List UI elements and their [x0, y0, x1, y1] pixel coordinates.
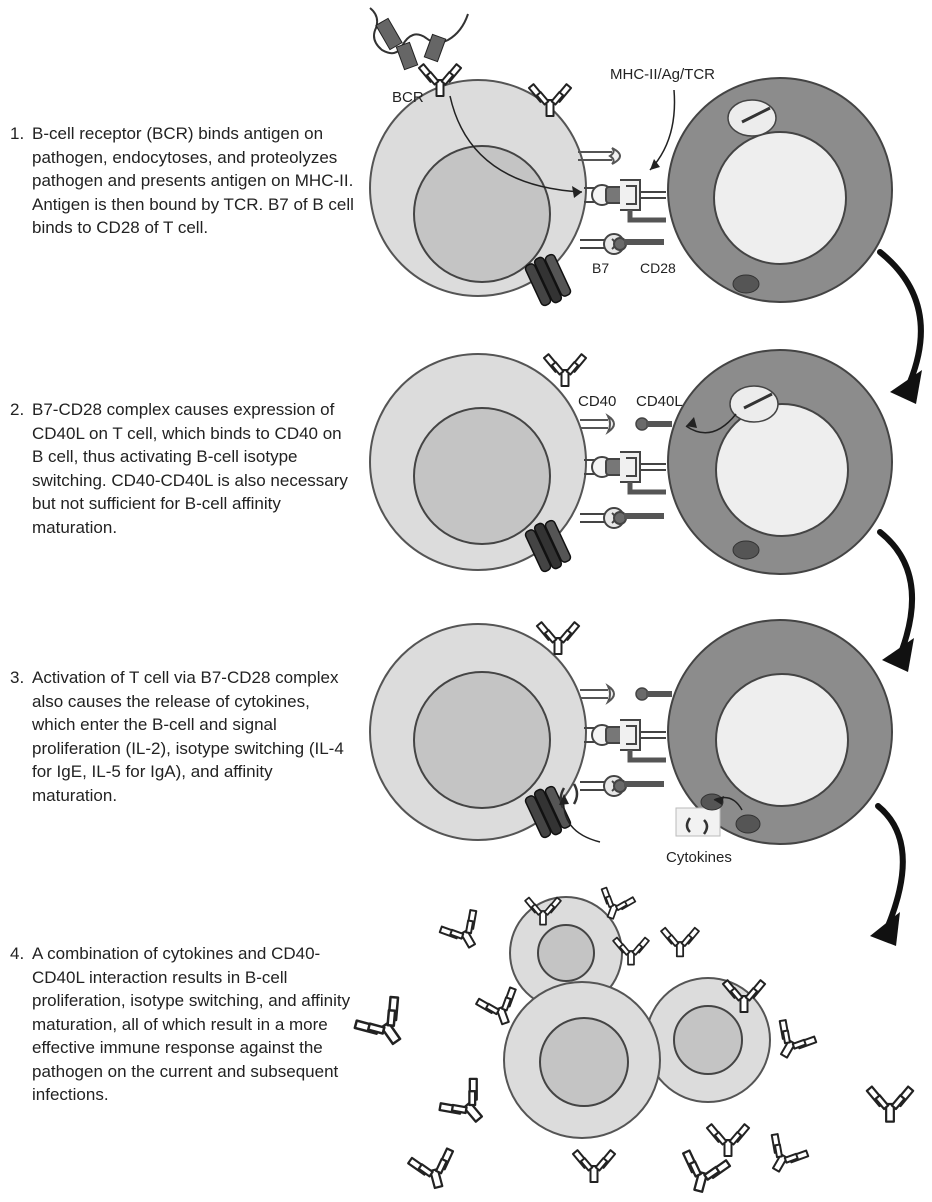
- progress-arrow-1-2: [877, 249, 924, 385]
- step-1-diagram: BCR MHC-II/Ag/TCR B7 CD28: [369, 7, 893, 310]
- granule-icon: [732, 274, 760, 294]
- arrowhead-icon: [559, 794, 569, 805]
- step-3-number: 3.: [10, 668, 25, 687]
- b-cell-nucleus-3: [413, 671, 551, 809]
- vesicle-content-icon: [743, 392, 773, 410]
- antibody-icon: [705, 1123, 751, 1157]
- b7-cd28-complex: [580, 508, 664, 528]
- step-1-text: B-cell receptor (BCR) binds antigen on p…: [32, 124, 354, 237]
- arrowhead-icon: [572, 186, 582, 198]
- step-3-diagram: Cytokines: [369, 619, 893, 866]
- antibody-icon: [673, 1147, 733, 1199]
- b-cell-nucleus-2: [413, 407, 551, 545]
- b7-cd28-complex: [580, 776, 664, 796]
- antibody-icon: [660, 926, 700, 958]
- label-cytokines: Cytokines: [666, 849, 732, 866]
- step-2-diagram: CD40 CD40L: [369, 349, 893, 576]
- t-cell-nucleus-2: [715, 403, 849, 537]
- t-cell-nucleus-3: [715, 673, 849, 807]
- label-b7: B7: [592, 260, 609, 276]
- antigen-icon: [375, 17, 403, 51]
- b-cell-nucleus-1: [413, 145, 551, 283]
- step-2-description: 2. B7-CD28 complex causes expression of …: [10, 398, 355, 539]
- antibody-icon: [764, 1016, 820, 1068]
- arrowhead-icon: [650, 159, 660, 170]
- progress-arrow-2-3: [877, 529, 915, 653]
- step-4-text: A combination of cytokines and CD40-CD40…: [32, 944, 351, 1104]
- step-4-diagram: [350, 885, 915, 1199]
- step-1-number: 1.: [10, 124, 25, 143]
- arrowhead-icon: [870, 912, 900, 946]
- vesicle-content-icon: [741, 106, 771, 124]
- progress-arrow-3-4: [875, 803, 906, 929]
- b-cell-daughter-nucleus-3: [539, 1017, 629, 1107]
- antigen-icon: [395, 41, 419, 71]
- label-cd40: CD40: [578, 393, 616, 410]
- granule-icon: [735, 814, 761, 834]
- mhc-tcr-complex: [584, 180, 666, 220]
- hook-receptor: [578, 147, 621, 165]
- mhc-pointer-line: [649, 89, 676, 171]
- antibody-icon: [756, 1130, 812, 1182]
- cytokine-icon: [685, 817, 709, 835]
- step-1-description: 1. B-cell receptor (BCR) binds antigen o…: [10, 122, 355, 240]
- arrowhead-icon: [714, 796, 724, 805]
- label-mhc-tcr: MHC-II/Ag/TCR: [610, 66, 715, 83]
- cd40l-expression-arrow: [685, 413, 737, 434]
- arrowhead-icon: [686, 417, 697, 428]
- progression-arrows: [875, 249, 924, 929]
- cd40-cd40l-complex: [579, 685, 672, 703]
- antibody-icon: [865, 1085, 915, 1123]
- antibody-icon: [435, 1074, 499, 1136]
- step-4-number: 4.: [10, 944, 25, 963]
- antigen-icon: [423, 33, 447, 63]
- t-cell-nucleus-1: [713, 131, 847, 265]
- antibody-icon: [571, 1149, 617, 1183]
- antibody-icon: [405, 1146, 463, 1195]
- granule-icon: [732, 540, 760, 560]
- arrowhead-icon: [890, 370, 922, 404]
- step-4-description: 4. A combination of cytokines and CD40-C…: [10, 942, 355, 1107]
- mhc-tcr-complex: [584, 720, 666, 760]
- label-cd40l: CD40L: [636, 393, 683, 410]
- mhc-tcr-complex: [584, 452, 666, 492]
- endocytosis-arrow: [449, 95, 583, 193]
- antibody-icon: [350, 992, 420, 1058]
- label-cd28: CD28: [640, 260, 676, 276]
- b7-cd28-complex: [580, 234, 664, 254]
- arrowhead-icon: [882, 638, 914, 672]
- step-2-number: 2.: [10, 400, 25, 419]
- label-bcr: BCR: [392, 89, 424, 106]
- step-2-text: B7-CD28 complex causes expression of CD4…: [32, 400, 348, 537]
- b-cell-daughter-nucleus-1: [537, 924, 595, 982]
- b-cell-daughter-nucleus-2: [673, 1005, 743, 1075]
- step-3-text: Activation of T cell via B7-CD28 complex…: [32, 668, 344, 805]
- antibody-icon: [436, 906, 492, 958]
- cd40-cd40l-complex: [579, 415, 672, 433]
- step-3-description: 3. Activation of T cell via B7-CD28 comp…: [10, 666, 355, 807]
- cytokine-inside-icon: [559, 783, 579, 809]
- cytokine-release-area: [675, 807, 721, 837]
